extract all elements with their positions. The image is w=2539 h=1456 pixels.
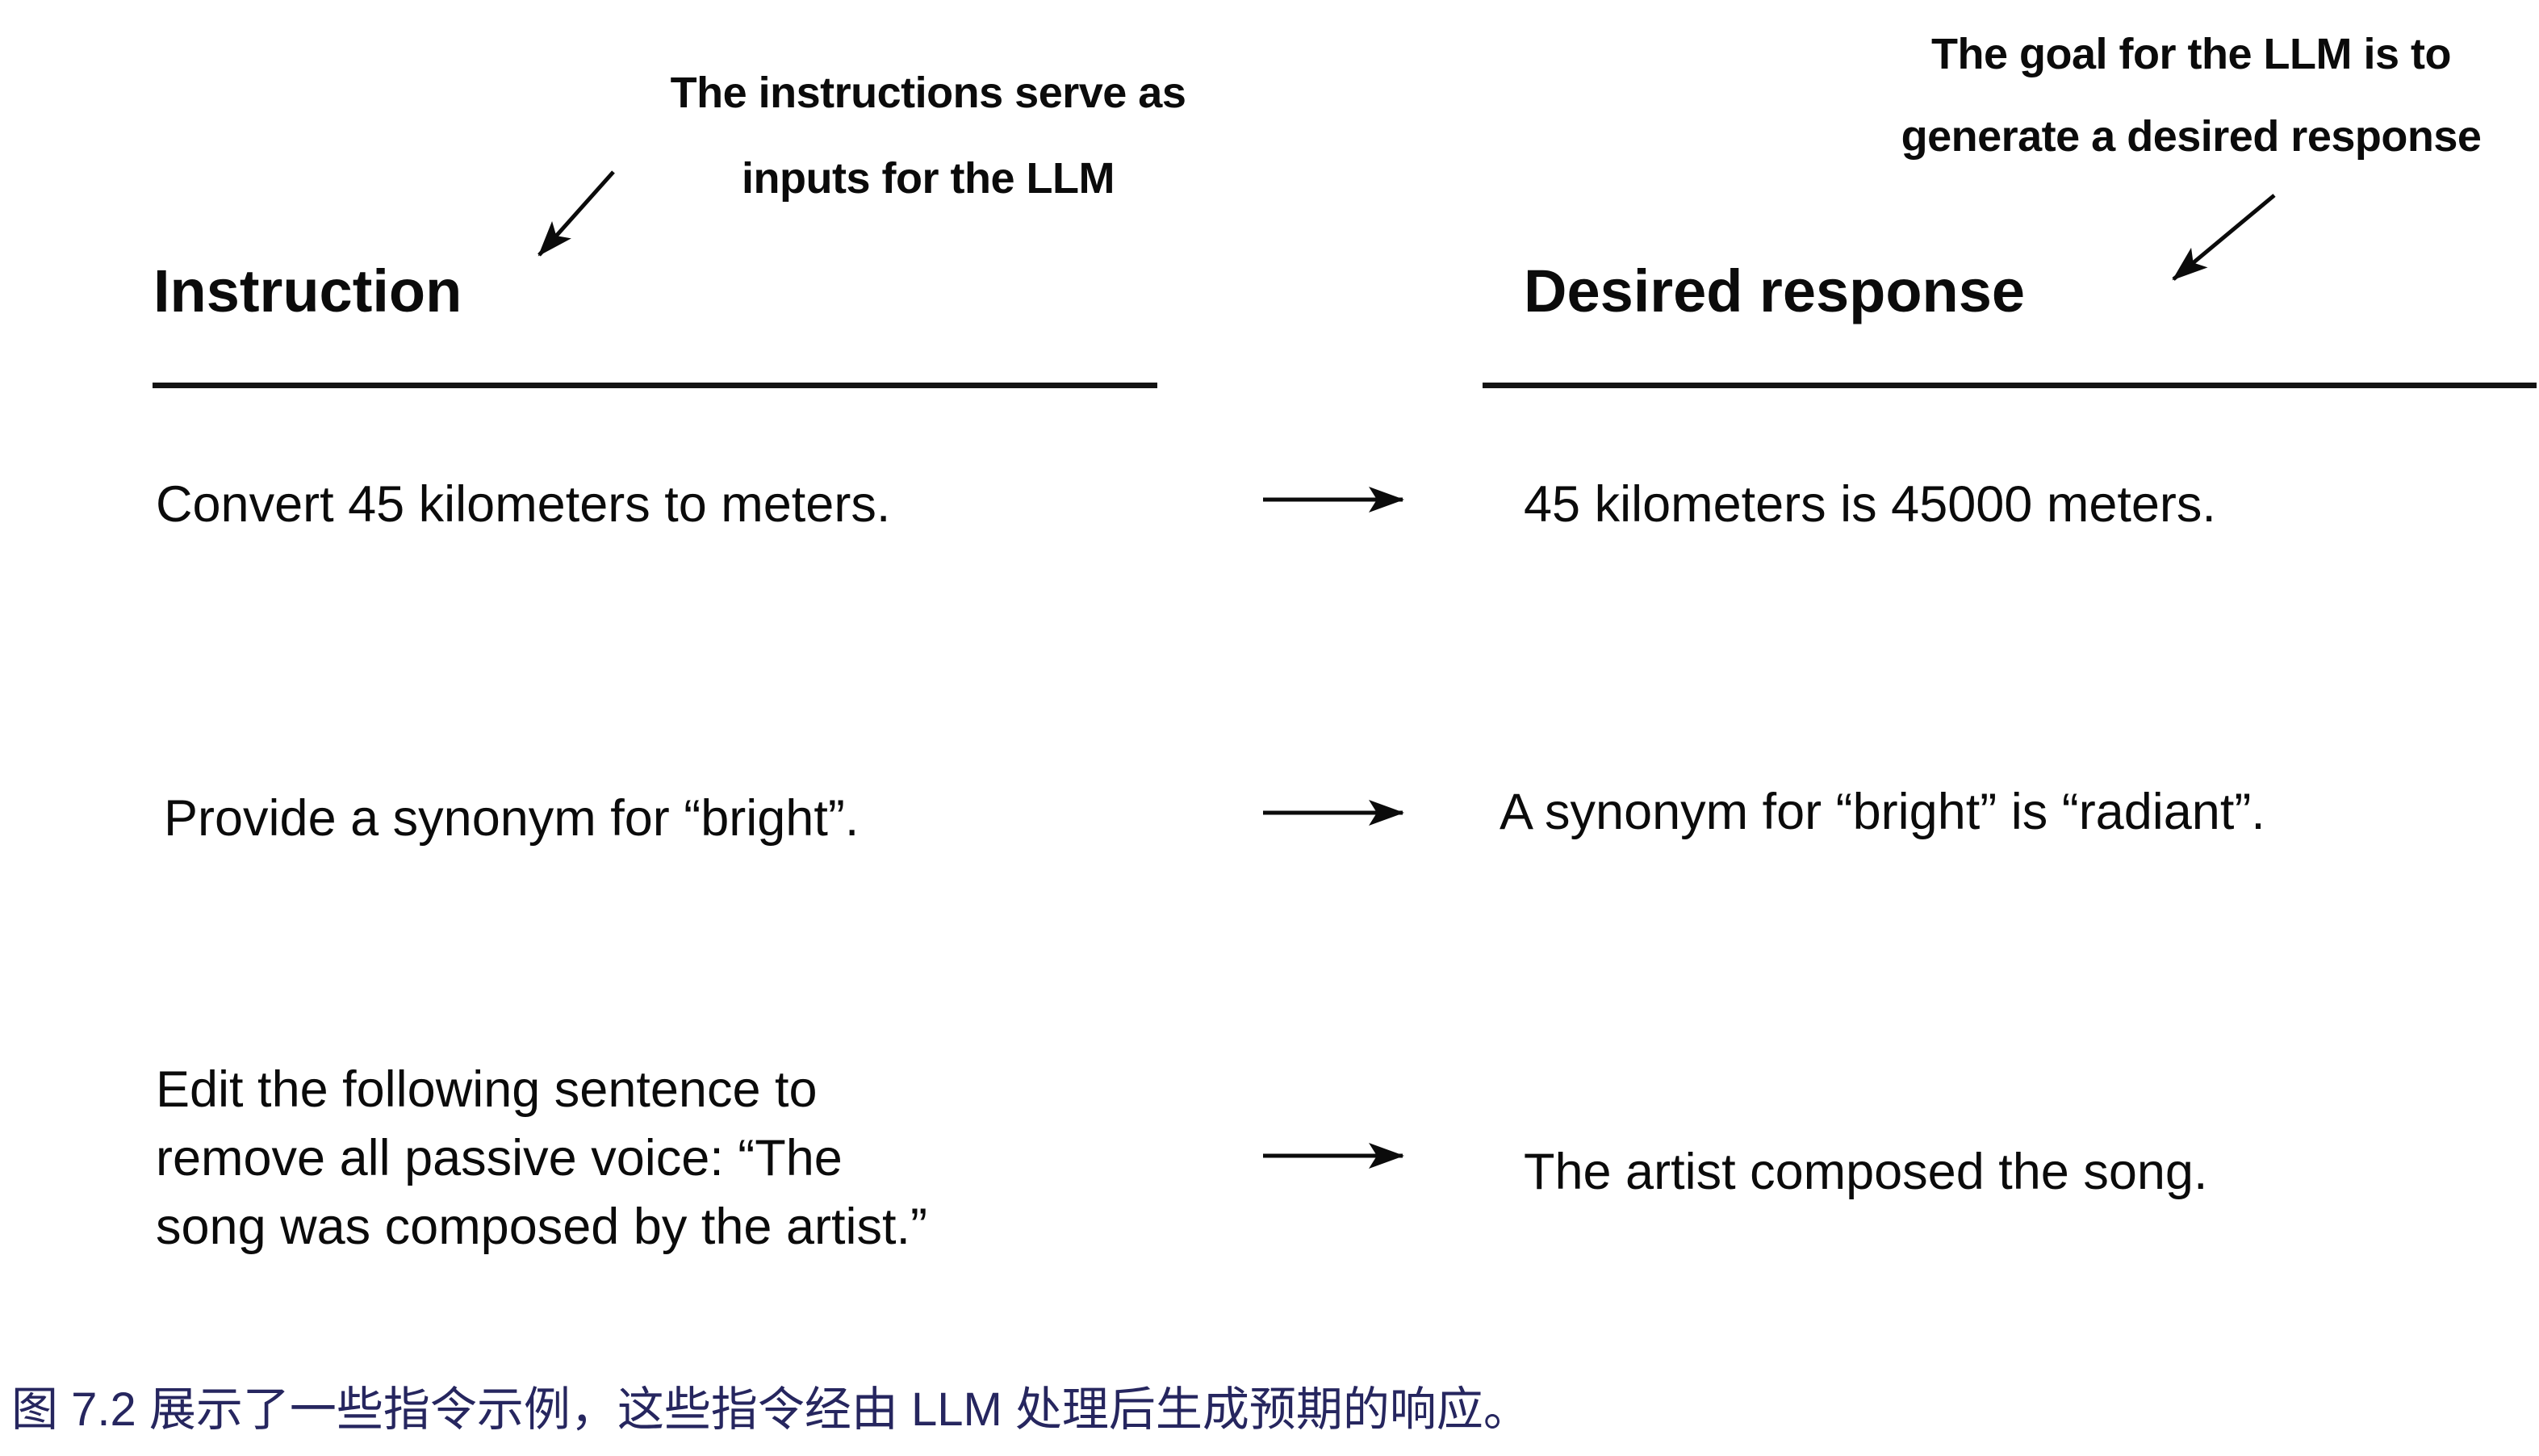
- annotation-instructions-line2: inputs for the LLM: [742, 154, 1115, 203]
- example-3-instruction-line3: song was composed by the artist.”: [156, 1199, 927, 1255]
- example-3-instruction-line1: Edit the following sentence to: [156, 1061, 818, 1118]
- example-3-instruction: Edit the following sentence to remove al…: [156, 1056, 1165, 1261]
- instruction-column-header: Instruction: [153, 257, 462, 324]
- example-1-response: 45 kilometers is 45000 meters.: [1524, 476, 2216, 533]
- example-3-response: The artist composed the song.: [1524, 1144, 2208, 1200]
- annotation-instructions-line1: The instructions serve as: [670, 69, 1186, 117]
- example-3-instruction-line2: remove all passive voice: “The: [156, 1130, 843, 1186]
- desired-response-column-header: Desired response: [1524, 257, 2026, 324]
- example-1-instruction: Convert 45 kilometers to meters.: [156, 476, 891, 533]
- response-underline: [1483, 383, 2537, 388]
- example-2-instruction: Provide a synonym for “bright”.: [164, 790, 860, 847]
- annotation-goal-note: The goal for the LLM is to generate a de…: [1840, 29, 2539, 161]
- example-2-response: A synonym for “bright” is “radiant”.: [1500, 784, 2265, 840]
- annotation-instructions-note: The instructions serve as inputs for the…: [597, 68, 1259, 203]
- annotation-goal-line1: The goal for the LLM is to: [1931, 30, 2451, 78]
- instruction-underline: [153, 383, 1157, 388]
- figure-caption: 图 7.2 展示了一些指令示例，这些指令经由 LLM 处理后生成预期的响应。: [11, 1383, 1530, 1436]
- annotation-arrow-right-icon: [2172, 194, 2276, 281]
- annotation-goal-line2: generate a desired response: [1901, 112, 2482, 161]
